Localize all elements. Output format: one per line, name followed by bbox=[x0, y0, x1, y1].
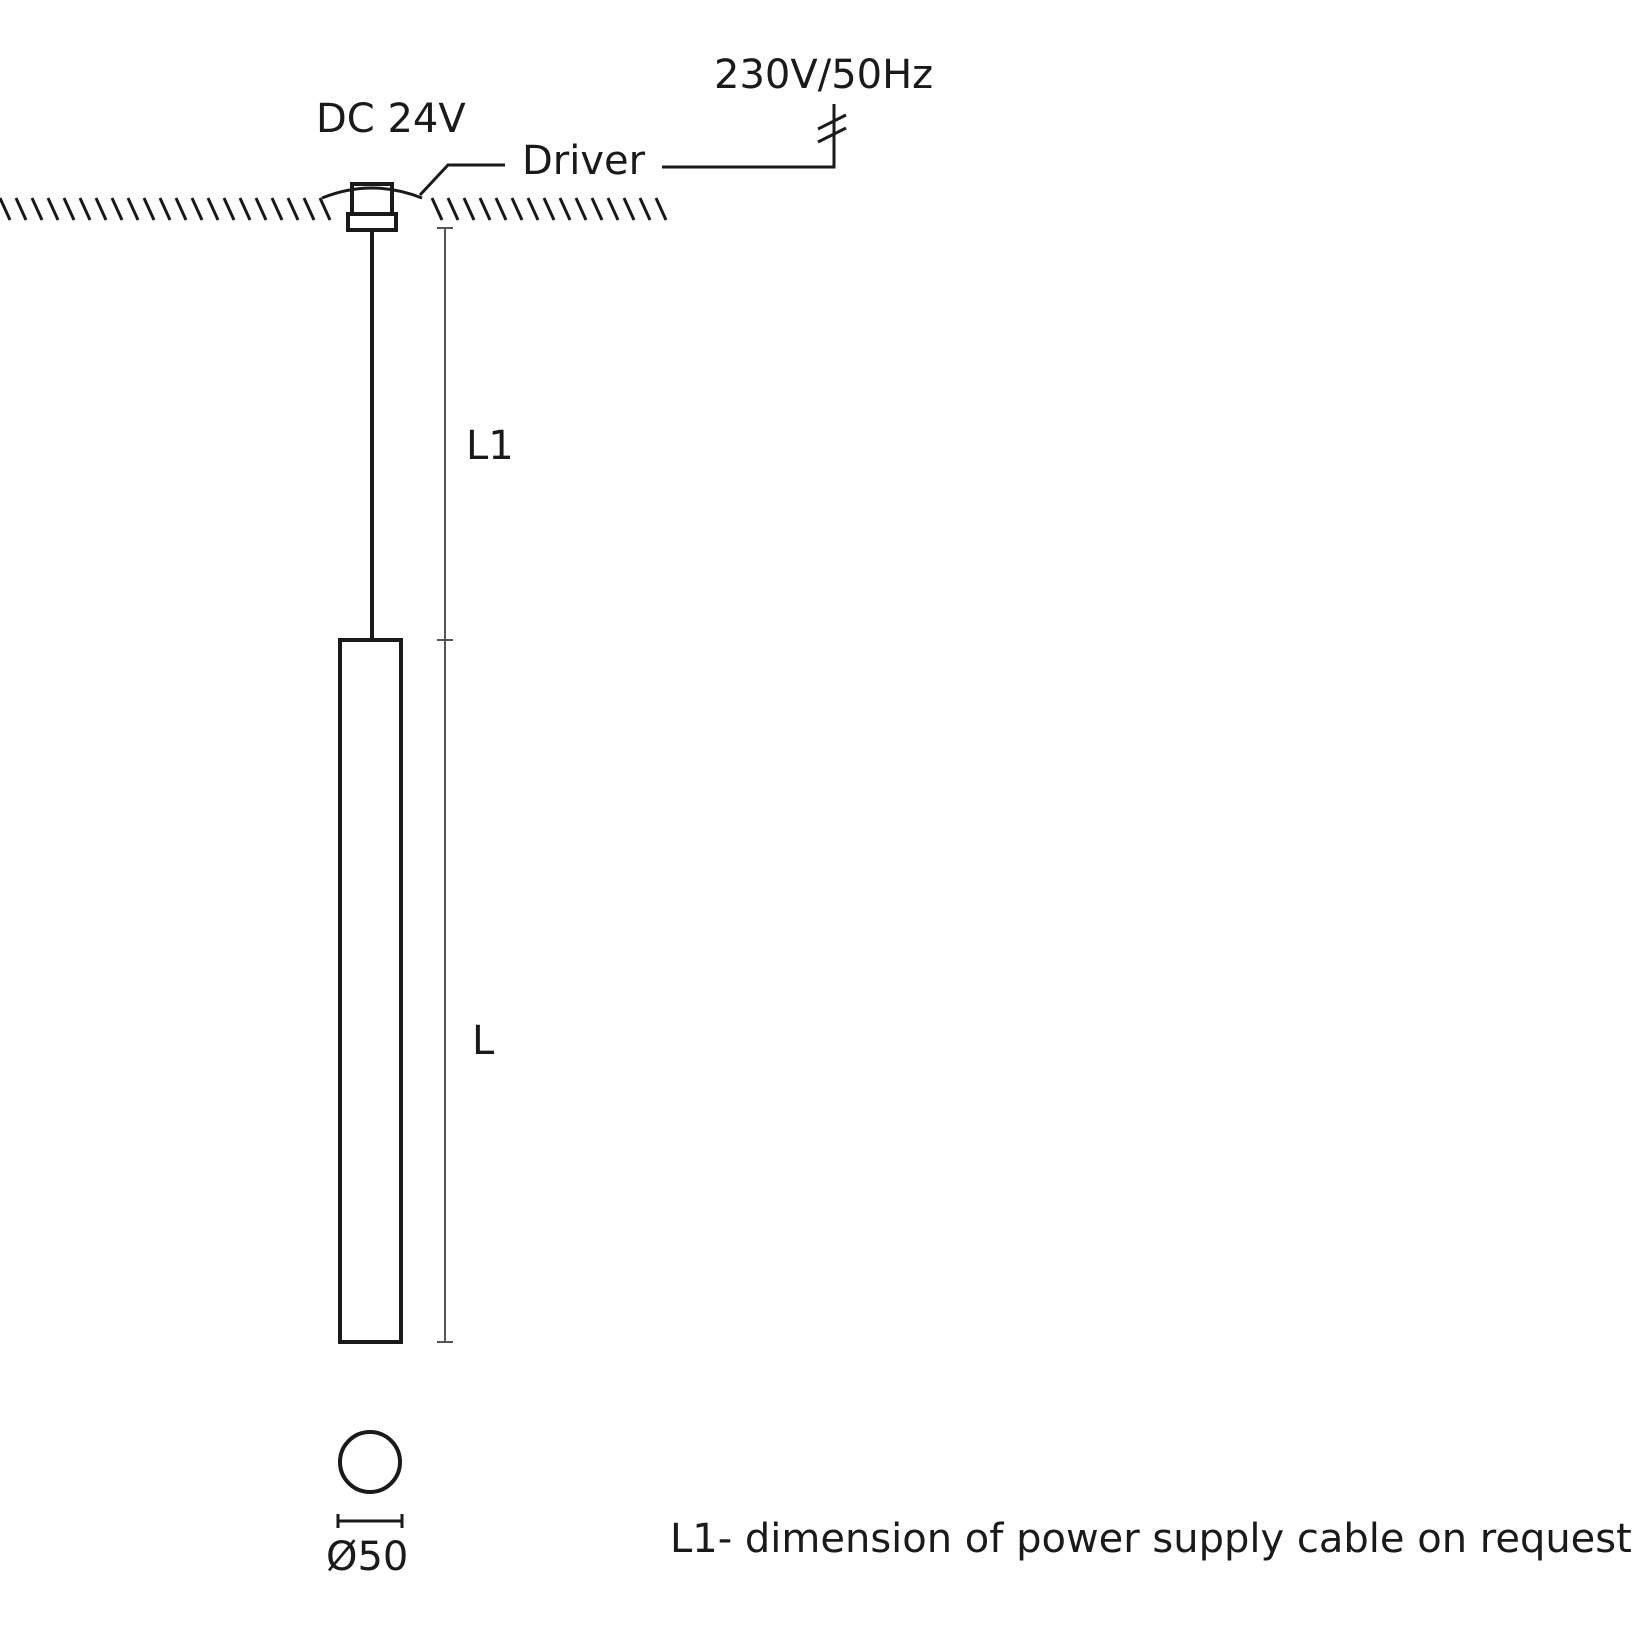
hatch-mark bbox=[78, 197, 92, 221]
driver-label: Driver bbox=[522, 138, 646, 184]
hatch-mark bbox=[46, 197, 60, 221]
hatch-mark bbox=[430, 197, 444, 221]
hatch-mark bbox=[622, 197, 636, 221]
hatch-mark bbox=[494, 197, 508, 221]
hatch-mark bbox=[654, 197, 668, 221]
ceiling-hatch bbox=[0, 197, 668, 221]
hatch-mark bbox=[462, 197, 476, 221]
hatch-mark bbox=[318, 197, 332, 221]
hatch-mark bbox=[190, 197, 204, 221]
hatch-mark bbox=[126, 197, 140, 221]
hatch-mark bbox=[254, 197, 268, 221]
supply-voltage-label: 230V/50Hz bbox=[714, 52, 933, 98]
supply-wire bbox=[662, 104, 836, 169]
cable-note: L1- dimension of power supply cable on r… bbox=[670, 1516, 1632, 1562]
hatch-mark bbox=[142, 197, 156, 221]
hatch-mark bbox=[526, 197, 540, 221]
hatch-mark bbox=[286, 197, 300, 221]
hatch-mark bbox=[158, 197, 172, 221]
diameter-dimension bbox=[336, 1514, 404, 1528]
hatch-mark bbox=[302, 197, 316, 221]
lamp-body bbox=[338, 638, 403, 1344]
hatch-mark bbox=[62, 197, 76, 221]
body-length-label: L bbox=[472, 1018, 495, 1064]
hatch-mark bbox=[30, 197, 44, 221]
hatch-mark bbox=[446, 197, 460, 221]
hatch-mark bbox=[174, 197, 188, 221]
hatch-mark bbox=[238, 197, 252, 221]
hatch-mark bbox=[558, 197, 572, 221]
hatch-mark bbox=[606, 197, 620, 221]
lamp-bottom-view bbox=[338, 1430, 402, 1494]
hatch-mark bbox=[0, 197, 12, 221]
hatch-mark bbox=[590, 197, 604, 221]
cable-length-label: L1 bbox=[466, 423, 514, 469]
hatch-mark bbox=[270, 197, 284, 221]
hatch-mark bbox=[478, 197, 492, 221]
dimension-line bbox=[437, 227, 453, 1343]
output-voltage-label: DC 24V bbox=[316, 96, 466, 142]
hatch-mark bbox=[94, 197, 108, 221]
wire-tick-1 bbox=[817, 126, 847, 144]
hatch-mark bbox=[542, 197, 556, 221]
hatch-mark bbox=[638, 197, 652, 221]
ceiling-canopy bbox=[321, 182, 423, 232]
hatch-mark bbox=[110, 197, 124, 221]
hatch-mark bbox=[574, 197, 588, 221]
driver-leader-line bbox=[418, 163, 505, 197]
hatch-mark bbox=[14, 197, 28, 221]
wire-tick-2 bbox=[817, 113, 847, 131]
hatch-mark bbox=[206, 197, 220, 221]
hatch-mark bbox=[510, 197, 524, 221]
diameter-label: Ø50 bbox=[326, 1534, 408, 1580]
hatch-mark bbox=[222, 197, 236, 221]
